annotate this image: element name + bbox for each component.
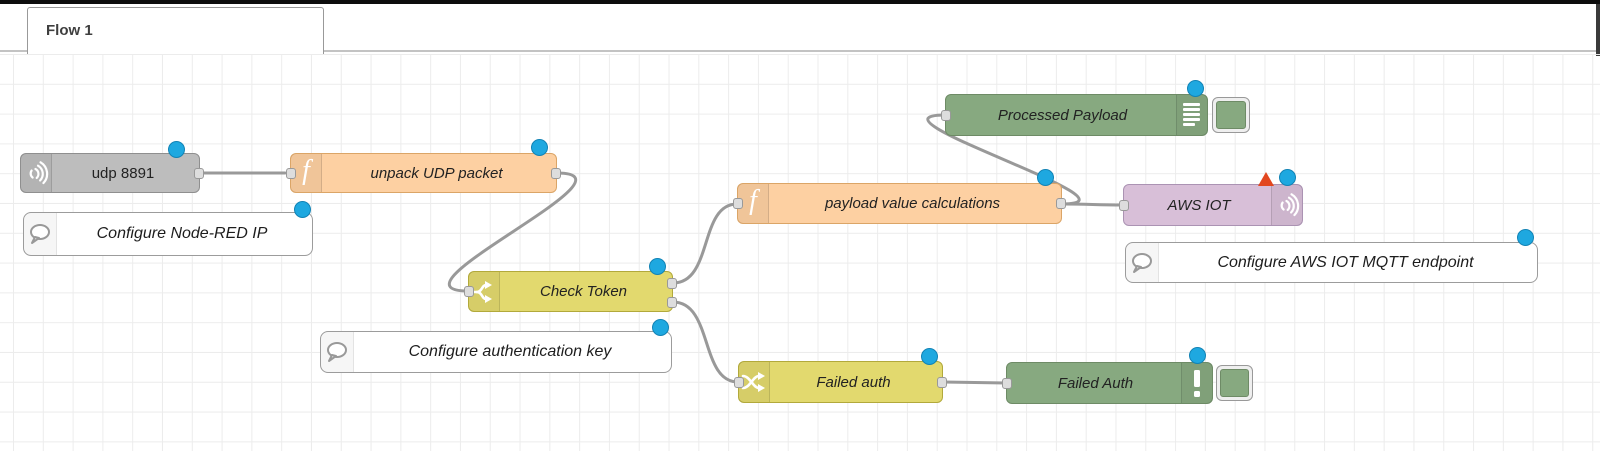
tab-bar-edge	[1596, 4, 1600, 56]
node-label: AWS IOT	[1167, 196, 1231, 214]
node-function-unpack[interactable]: f unpack UDP packet	[286, 153, 561, 193]
node-label: Configure AWS IOT MQTT endpoint	[1217, 253, 1474, 271]
input-port[interactable]	[941, 109, 951, 121]
debug-toggle-fill	[1220, 369, 1249, 397]
error-indicator	[1258, 172, 1274, 186]
node-label: Check Token	[540, 283, 627, 300]
debug-toggle-button[interactable]	[1216, 365, 1253, 401]
speech-bubble-icon	[24, 213, 57, 255]
node-switch-check-token[interactable]: Check Token	[464, 271, 677, 312]
header-bar	[0, 0, 1600, 4]
node-label: Configure authentication key	[408, 343, 612, 360]
node-label: Failed auth	[816, 373, 891, 391]
speech-bubble-icon	[1126, 243, 1159, 282]
node-label: Processed Payload	[997, 106, 1128, 124]
output-port-1[interactable]	[667, 278, 677, 289]
changed-indicator	[1189, 347, 1206, 364]
input-port[interactable]	[286, 167, 296, 179]
flow-tab-label: Flow 1	[46, 22, 93, 39]
node-udp-in[interactable]: udp 8891	[20, 153, 204, 193]
exclamation-icon	[1181, 363, 1212, 403]
output-port[interactable]	[1056, 198, 1066, 209]
output-port[interactable]	[194, 167, 204, 179]
input-port[interactable]	[1002, 377, 1012, 389]
changed-indicator	[531, 139, 548, 156]
debug-list-icon	[1176, 95, 1207, 135]
input-port[interactable]	[1119, 199, 1129, 211]
changed-indicator	[1037, 169, 1054, 186]
node-label: Configure Node-RED IP	[96, 225, 268, 242]
radio-waves-icon	[1271, 185, 1302, 225]
node-mqtt-aws-iot[interactable]: AWS IOT	[1119, 184, 1303, 226]
changed-indicator	[1279, 169, 1296, 186]
node-debug-failed-auth[interactable]: Failed Auth	[1002, 362, 1213, 404]
debug-toggle-button[interactable]	[1212, 97, 1250, 133]
changed-indicator	[168, 141, 185, 158]
node-change-failed-auth[interactable]: Failed auth	[734, 361, 947, 403]
changed-indicator	[649, 258, 666, 275]
node-debug-processed-payload[interactable]: Processed Payload	[941, 94, 1208, 136]
speech-bubble-icon	[321, 332, 354, 372]
node-comment-aws-endpoint[interactable]: Configure AWS IOT MQTT endpoint	[1125, 242, 1538, 283]
changed-indicator	[294, 201, 311, 218]
node-comment-auth-key[interactable]: Configure authentication key	[320, 331, 672, 373]
function-icon: f	[738, 184, 769, 223]
node-comment-nodered-ip[interactable]: Configure Node-RED IP	[23, 212, 313, 256]
input-port[interactable]	[733, 198, 743, 209]
node-label: Failed Auth	[1057, 374, 1134, 392]
changed-indicator	[1187, 80, 1204, 97]
node-label: udp 8891	[91, 164, 155, 182]
node-label: payload value calculations	[824, 195, 1001, 212]
radio-waves-icon	[21, 154, 52, 192]
node-function-payload-calc[interactable]: f payload value calculations	[733, 183, 1066, 224]
input-port[interactable]	[734, 376, 744, 388]
flow-tab[interactable]: Flow 1	[27, 7, 324, 54]
shuffle-icon	[739, 362, 770, 402]
function-icon: f	[291, 154, 322, 192]
output-port[interactable]	[937, 376, 947, 388]
changed-indicator	[921, 348, 938, 365]
node-label: unpack UDP packet	[370, 164, 503, 182]
output-port[interactable]	[551, 167, 561, 179]
debug-toggle-fill	[1216, 101, 1246, 129]
input-port[interactable]	[464, 286, 474, 297]
changed-indicator	[1517, 229, 1534, 246]
output-port-2[interactable]	[667, 297, 677, 308]
changed-indicator	[652, 319, 669, 336]
